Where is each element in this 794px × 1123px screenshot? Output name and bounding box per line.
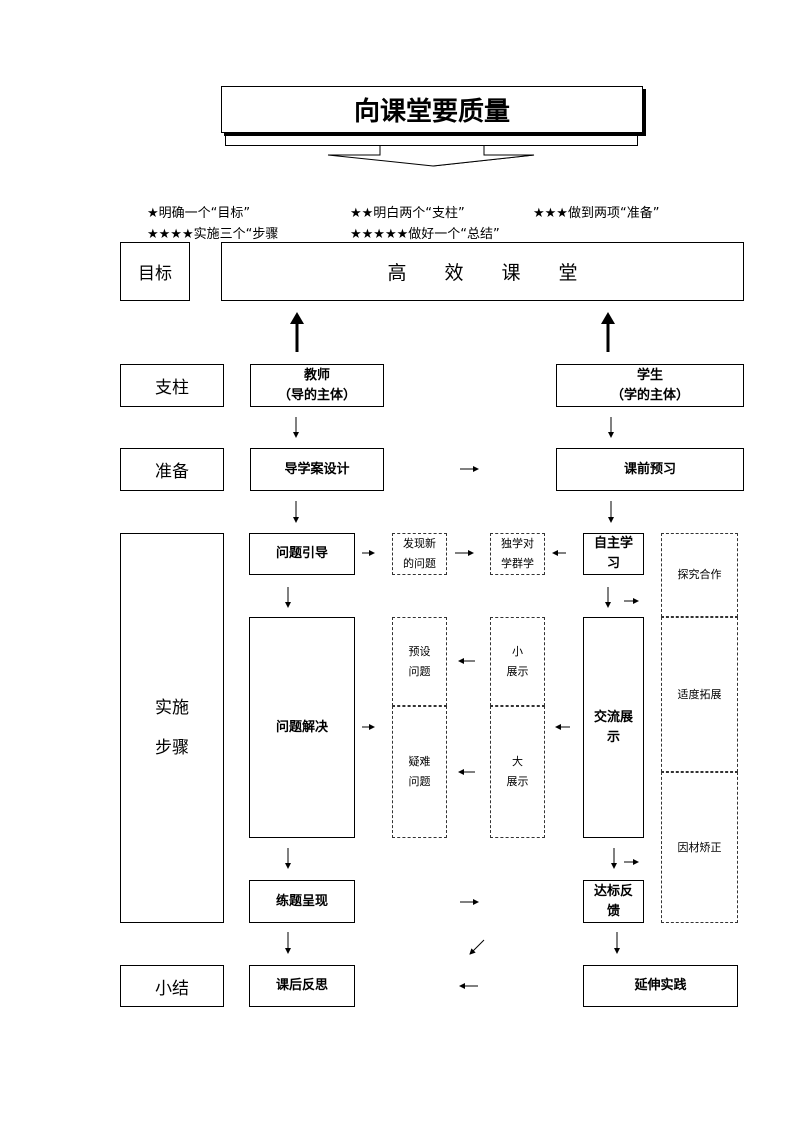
row-label-summary: 小结 <box>120 965 224 1007</box>
prep-teacher: 导学案设计 <box>250 448 384 491</box>
teacher-step-practice: 练题呈现 <box>249 880 355 923</box>
right-expand: 适度拓展 <box>661 617 738 772</box>
goal-box: 高 效 课 堂 <box>221 242 744 301</box>
middle-small-show: 小 展示 <box>490 617 545 706</box>
up-arrow-teacher <box>290 312 304 352</box>
arrow-diagonal <box>469 939 485 955</box>
row-label-prep: 准备 <box>120 448 224 491</box>
student-step-self-study: 自主学 习 <box>583 533 644 575</box>
student-step-feedback: 达标反 馈 <box>583 880 644 923</box>
middle-preset: 预设 问题 <box>392 617 447 706</box>
prep-student: 课前预习 <box>556 448 744 491</box>
middle-big-show: 大 展示 <box>490 706 545 838</box>
student-pillar: 学生 （学的主体） <box>556 364 744 407</box>
up-arrow-student <box>601 312 615 352</box>
page-title: 向课堂要质量 <box>353 97 510 127</box>
point-3: ★★★做到两项“准备” <box>533 206 660 221</box>
teacher-step-guide: 问题引导 <box>249 533 355 575</box>
student-step-extend: 延伸实践 <box>583 965 738 1007</box>
point-5: ★★★★★做好一个“总结” <box>350 227 500 242</box>
middle-discover: 发现新 的问题 <box>392 533 447 575</box>
row-label-steps: 实施 步骤 <box>120 533 224 923</box>
teacher-step-solve: 问题解决 <box>249 617 355 838</box>
student-step-exchange: 交流展 示 <box>583 617 644 838</box>
point-4: ★★★★实施三个“步骤 <box>147 227 279 242</box>
middle-peer: 独学对 学群学 <box>490 533 545 575</box>
point-2: ★★明白两个“支柱” <box>350 206 465 221</box>
title-shadow <box>225 133 638 146</box>
teacher-pillar: 教师 （导的主体） <box>250 364 384 407</box>
right-explore: 探究合作 <box>661 533 738 617</box>
teacher-step-reflect: 课后反思 <box>249 965 355 1007</box>
middle-hard: 疑难 问题 <box>392 706 447 838</box>
right-correct: 因材矫正 <box>661 772 738 923</box>
title-down-arrow-outline <box>327 146 535 167</box>
title-box: 向课堂要质量 <box>221 86 643 133</box>
point-1: ★明确一个“目标” <box>147 206 251 221</box>
row-label-goal: 目标 <box>120 242 190 301</box>
row-label-pillar: 支柱 <box>120 364 224 407</box>
